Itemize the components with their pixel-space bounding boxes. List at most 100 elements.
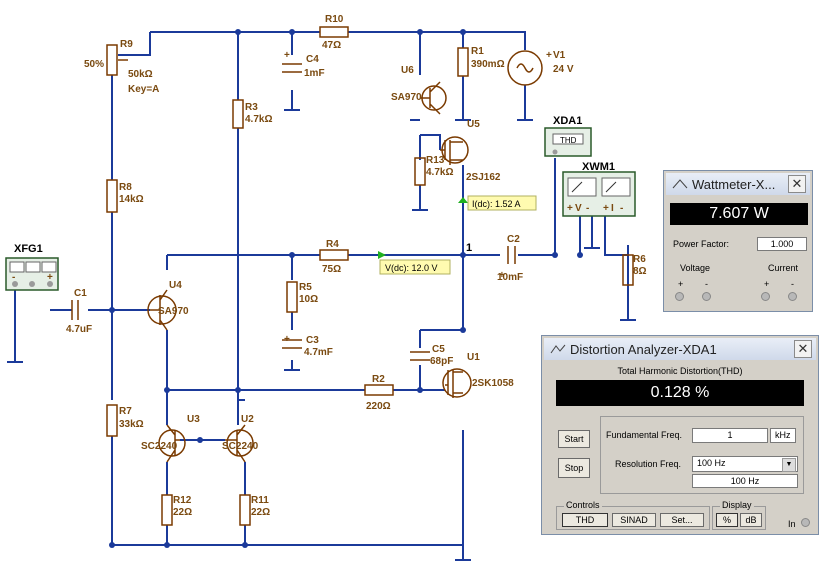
c2-symbol[interactable] [507,246,516,264]
r1-symbol[interactable] [457,47,469,77]
db-button[interactable]: dB [740,513,762,527]
r13-symbol[interactable] [414,157,426,186]
current-minus-terminal[interactable] [788,292,797,301]
svg-text:1: 1 [466,242,472,254]
resolution-freq-select[interactable]: 100 Hz ▼ [692,456,798,472]
svg-text:-: - [12,272,15,283]
u1-symbol[interactable] [442,368,472,398]
voltage-minus-terminal[interactable] [702,292,711,301]
r8-symbol[interactable] [106,179,118,213]
r3-symbol[interactable] [232,99,244,129]
svg-text:R9: R9 [120,39,133,50]
start-button[interactable]: Start [558,430,590,448]
c1-symbol[interactable] [71,300,79,320]
svg-text:2SK1058: 2SK1058 [472,378,514,389]
component-symbols [7,26,636,561]
wires [14,31,629,560]
r7-symbol[interactable] [106,404,118,437]
svg-text:8Ω: 8Ω [633,266,647,277]
svg-text:R13: R13 [426,155,445,166]
svg-text:U4: U4 [169,280,182,291]
svg-text:C3: C3 [306,335,319,346]
distortion-title: Distortion Analyzer-XDA1 [570,341,717,357]
svg-text:THD: THD [560,136,577,145]
power-factor-label: Power Factor: [673,239,730,249]
fundamental-freq-label: Fundamental Freq. [606,430,683,440]
thd-header: Total Harmonic Distortion(THD) [617,366,743,376]
distortion-analyzer-window[interactable]: Distortion Analyzer-XDA1 ✕ Total Harmoni… [541,335,819,535]
u2-symbol[interactable] [225,424,254,463]
voltage-probe[interactable]: V(dc): 12.0 V [378,251,451,275]
svg-text:V(dc): 12.0 V: V(dc): 12.0 V [385,263,438,273]
svg-text:+: + [284,334,290,345]
wattmeter-window[interactable]: Wattmeter-X... ✕ 7.607 W Power Factor: 1… [663,170,813,312]
xwm1-wattmeter-icon[interactable] [562,171,636,217]
sinad-button[interactable]: SINAD [612,513,656,527]
r11-symbol[interactable] [239,494,251,526]
svg-text:2SJ162: 2SJ162 [466,172,501,183]
svg-text:220Ω: 220Ω [366,401,391,412]
fundamental-freq-unit[interactable]: kHz [770,428,796,443]
voltage-minus-label: - [705,279,708,289]
u4-symbol[interactable] [147,289,177,331]
svg-text:+: + [603,203,609,214]
svg-text:XDA1: XDA1 [553,115,582,127]
svg-text:22Ω: 22Ω [173,507,192,518]
r6-symbol[interactable] [622,254,634,286]
svg-text:+: + [47,272,53,283]
svg-text:R8: R8 [119,182,132,193]
chevron-down-icon[interactable]: ▼ [782,458,796,472]
current-plus-label: + [764,279,770,289]
u5-symbol[interactable] [440,136,469,165]
v1-symbol[interactable] [507,50,543,86]
svg-text:V: V [575,203,582,214]
r5-symbol[interactable] [286,281,298,313]
c4-symbol[interactable] [282,63,302,73]
svg-text:R11: R11 [251,495,269,506]
c5-symbol[interactable] [410,351,430,361]
svg-text:+: + [499,270,505,281]
display-label: Display [720,500,754,510]
close-icon[interactable]: ✕ [794,340,812,358]
svg-text:SC2240: SC2240 [222,441,259,452]
r12-symbol[interactable] [161,494,173,526]
stop-button[interactable]: Stop [558,458,590,478]
voltage-plus-terminal[interactable] [675,292,684,301]
input-terminal[interactable] [801,518,810,527]
c3-symbol[interactable] [282,339,302,349]
current-plus-terminal[interactable] [761,292,770,301]
xfg1-function-generator[interactable] [5,257,59,291]
current-probe[interactable]: I(dc): 1.52 A [458,195,537,211]
r2-symbol[interactable] [364,384,394,396]
xda1-distortion-analyzer-icon[interactable] [544,127,592,157]
r9-symbol[interactable] [106,44,118,76]
thd-button[interactable]: THD [562,513,608,527]
svg-text:68pF: 68pF [430,356,453,367]
r10-symbol[interactable] [319,26,349,38]
svg-text:U1: U1 [467,352,480,363]
set-button[interactable]: Set... [660,513,704,527]
svg-text:+: + [546,50,552,61]
percent-button[interactable]: % [716,513,738,527]
svg-text:-: - [620,203,623,214]
distortion-titlebar[interactable]: Distortion Analyzer-XDA1 ✕ [544,338,816,360]
svg-text:R1: R1 [471,46,484,57]
analyzer-icon [550,344,566,354]
u3-symbol[interactable] [158,424,186,463]
svg-text:U3: U3 [187,414,200,425]
svg-text:C2: C2 [507,234,520,245]
power-factor-value: 1.000 [757,237,807,251]
svg-text:50kΩ: 50kΩ [128,69,153,80]
svg-text:R12: R12 [173,495,192,506]
svg-text:50%: 50% [84,59,104,70]
fundamental-freq-input[interactable]: 1 [692,428,768,443]
voltage-label: Voltage [680,263,711,273]
close-icon[interactable]: ✕ [788,175,806,193]
wattmeter-icon [672,179,688,189]
wattmeter-titlebar[interactable]: Wattmeter-X... ✕ [666,173,810,195]
svg-text:R7: R7 [119,406,132,417]
r4-symbol[interactable] [319,249,349,261]
u6-symbol[interactable] [420,81,447,115]
voltage-plus-label: + [678,279,684,289]
svg-text:R3: R3 [245,102,258,113]
